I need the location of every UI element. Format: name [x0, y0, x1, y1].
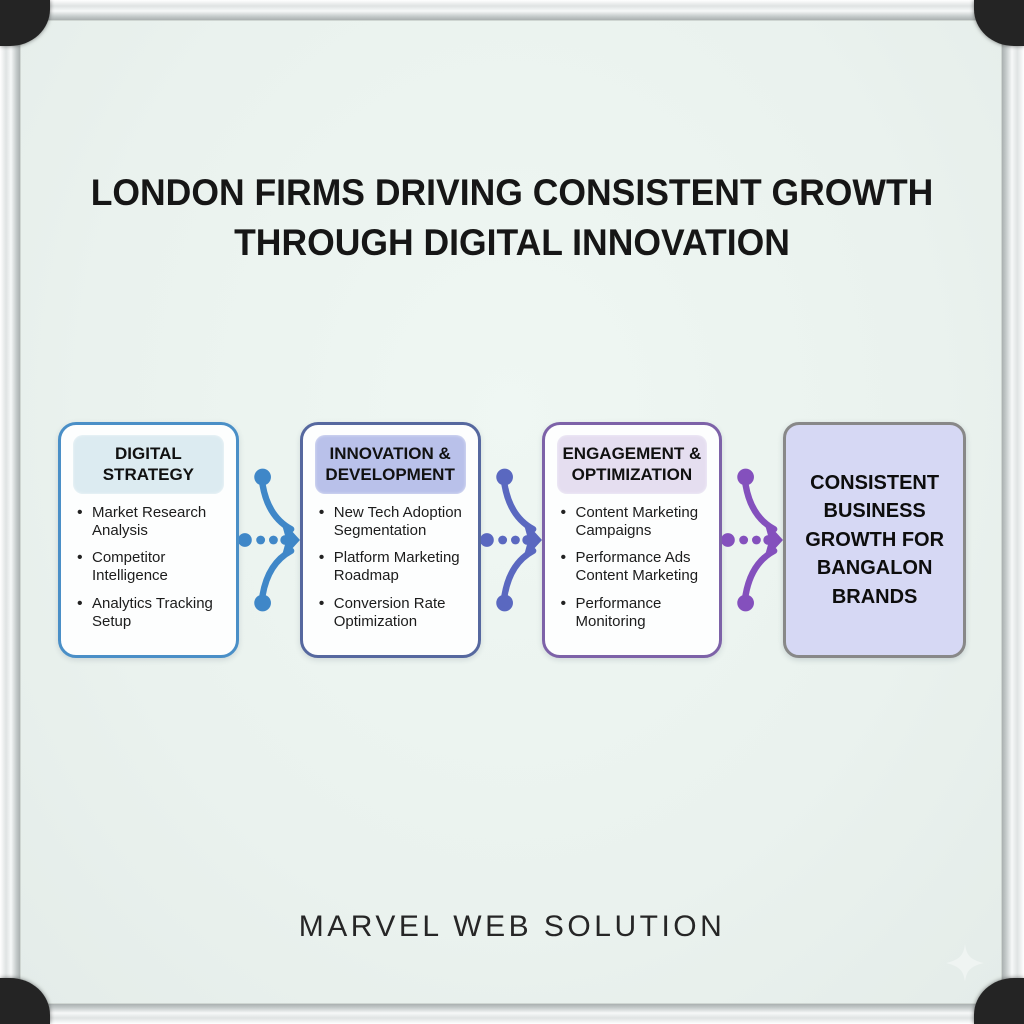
- frame-edge-left: [0, 0, 20, 1024]
- sparkle-icon: [946, 944, 984, 982]
- page-title: LONDON FIRMS DRIVING CONSISTENT GROWTH T…: [78, 168, 946, 268]
- stage-header: ENGAGEMENT & OPTIMIZATION: [556, 435, 708, 494]
- outcome-box-consistent-growth: CONSISTENT BUSINESS GROWTH FOR BANGALON …: [783, 422, 967, 658]
- stage-item-list: Content Marketing Campaigns Performance …: [553, 503, 712, 632]
- frame-edge-bottom: [0, 1004, 1024, 1024]
- list-item: Analytics Tracking Setup: [77, 594, 226, 632]
- flow-arrow-3: [722, 422, 784, 658]
- outcome-text: CONSISTENT BUSINESS GROWTH FOR BANGALON …: [805, 472, 945, 608]
- arrow-right-icon: [480, 468, 542, 612]
- stage-item-list: New Tech Adoption Segmentation Platform …: [311, 503, 470, 632]
- list-item: Platform Marketing Roadmap: [319, 548, 468, 586]
- stage-header: INNOVATION & DEVELOPMENT: [314, 435, 466, 494]
- title-line-2: THROUGH DIGITAL INNOVATION: [234, 221, 790, 263]
- flow-arrow-2: [480, 422, 542, 658]
- frame-edge-right: [1002, 0, 1024, 1024]
- list-item: Performance Ads Content Marketing: [561, 548, 710, 586]
- list-item: Content Marketing Campaigns: [561, 503, 710, 541]
- stage-box-engagement-optimization: ENGAGEMENT & OPTIMIZATION Content Market…: [541, 422, 723, 658]
- stage-header: DIGITAL STRATEGY: [73, 435, 224, 494]
- list-item: Performance Monitoring: [561, 594, 710, 632]
- list-item: Conversion Rate Optimization: [319, 594, 468, 632]
- process-flow: DIGITAL STRATEGY Market Research Analysi…: [58, 422, 967, 658]
- brand-name: MARVEL WEB SOLUTION: [298, 910, 726, 943]
- list-item: Competitor Intelligence: [77, 548, 226, 586]
- frame-edge-top: [0, 0, 1024, 20]
- list-item: New Tech Adoption Segmentation: [319, 503, 468, 541]
- title-line-1: LONDON FIRMS DRIVING CONSISTENT GROWTH: [90, 172, 934, 213]
- stage-item-list: Market Research Analysis Competitor Inte…: [69, 503, 228, 632]
- arrow-right-icon: [238, 468, 300, 612]
- stage-box-innovation-development: INNOVATION & DEVELOPMENT New Tech Adopti…: [299, 422, 481, 658]
- flow-arrow-1: [238, 422, 300, 658]
- arrow-right-icon: [722, 468, 784, 612]
- list-item: Market Research Analysis: [77, 503, 226, 541]
- stage-box-digital-strategy: DIGITAL STRATEGY Market Research Analysi…: [58, 422, 239, 658]
